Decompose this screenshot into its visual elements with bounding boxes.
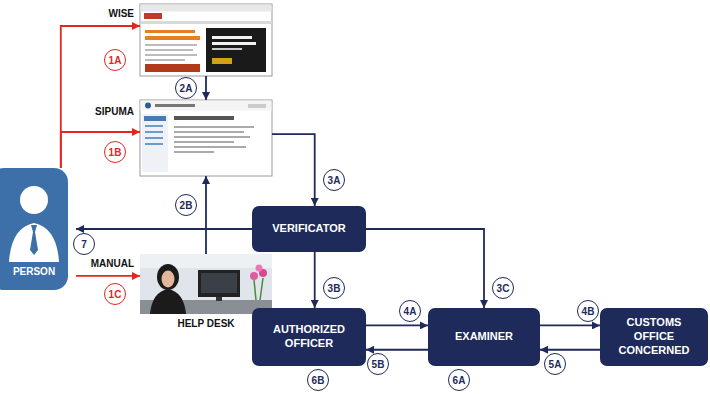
wise-screenshot-part [141, 5, 272, 12]
person-icon-part [30, 225, 38, 255]
help-desk-photo-part [140, 254, 272, 314]
wise-screenshot-part [145, 44, 197, 46]
callout-number: 6B [307, 369, 329, 391]
callout-number: 3C [492, 277, 514, 299]
connector-arrow [366, 324, 428, 326]
help-desk-photo-part [250, 272, 258, 280]
callout-number: 7 [73, 233, 95, 255]
wise-screenshot-part [145, 36, 200, 40]
connector-arrow [540, 324, 600, 326]
help-desk-photo-part [201, 273, 237, 293]
wise-screenshot-part [206, 28, 266, 72]
sipuma-screenshot-part [174, 146, 246, 148]
help-desk-photo-part [254, 280, 256, 300]
wise-screenshot-part [144, 13, 162, 19]
callout-number: 6A [448, 369, 470, 391]
sipuma-screenshot-part [145, 131, 163, 133]
photo-node: MANUALHELP DESK [140, 254, 272, 314]
person-icon [0, 168, 68, 290]
sipuma-screenshot-part [145, 103, 151, 109]
sipuma-screenshot-part [155, 104, 195, 107]
wise-screenshot-part [212, 42, 256, 45]
wise-screenshot [140, 4, 272, 76]
help-desk-photo [140, 254, 272, 314]
person-icon-part [9, 223, 59, 262]
sipuma-screenshot-part [142, 114, 168, 172]
process-box: VERIFICATOR [252, 206, 366, 252]
process-box: AUTHORIZED OFFICER [252, 308, 366, 366]
sipuma-screenshot-part [145, 143, 163, 145]
node-label: PERSON [0, 266, 68, 278]
sipuma-screenshot-part [248, 104, 266, 108]
sipuma-screenshot-part [144, 116, 166, 121]
help-desk-photo-part [216, 297, 222, 301]
person-icon-part [20, 186, 48, 214]
person-icon: PERSON [0, 168, 76, 290]
callout-number: 1B [104, 141, 126, 163]
connector-arrow [61, 132, 140, 168]
connector-arrow [205, 76, 207, 100]
connector-arrow [366, 229, 484, 308]
connector-arrow [76, 228, 252, 230]
callout-number: 1C [104, 283, 126, 305]
node-label: AUTHORIZED OFFICER [258, 323, 360, 351]
help-desk-photo-part [198, 270, 240, 297]
screenshot-node: SIPUMA [140, 100, 272, 176]
sipuma-screenshot-part [145, 125, 163, 127]
person-icon-part [0, 168, 68, 290]
sipuma-screenshot-part [140, 100, 272, 176]
help-desk-photo-part [260, 278, 263, 300]
connector-arrow [366, 349, 428, 351]
connector-arrow [540, 349, 600, 351]
wise-screenshot-part [145, 59, 185, 61]
sipuma-screenshot-part [174, 136, 250, 138]
sipuma-screenshot-part [174, 131, 244, 133]
help-desk-photo-part [256, 265, 263, 272]
wise-screenshot-part [140, 4, 272, 76]
sipuma-screenshot-part [141, 101, 272, 111]
node-label: WISE [108, 8, 134, 20]
wise-screenshot-part [145, 54, 197, 56]
process-box: CUSTOMS OFFICE CONCERNED [600, 308, 708, 366]
sipuma-screenshot-part [174, 151, 214, 153]
node-label: EXAMINER [455, 330, 513, 344]
sipuma-screenshot-part [174, 141, 234, 143]
wise-screenshot-part [212, 48, 242, 50]
node-label: VERIFICATOR [272, 222, 346, 236]
connector-arrow [76, 275, 140, 277]
callout-number: 3A [323, 169, 345, 191]
wise-screenshot-part [212, 36, 252, 39]
node-label: MANUAL [91, 258, 134, 270]
connector-arrow [314, 252, 316, 308]
wise-screenshot-part [145, 49, 193, 51]
sipuma-screenshot-part [174, 116, 234, 120]
sipuma-screenshot-part [145, 137, 163, 139]
help-desk-photo-part [150, 289, 186, 314]
callout-number: 2B [175, 194, 197, 216]
node-label: CUSTOMS OFFICE CONCERNED [606, 316, 702, 357]
screenshot-node: WISE [140, 4, 272, 76]
wise-screenshot-part [141, 21, 272, 24]
callout-number: 4B [577, 300, 599, 322]
connector-arrow [205, 176, 207, 254]
sipuma-screenshot [140, 100, 272, 176]
wise-screenshot-part [145, 64, 200, 72]
callout-number: 3B [323, 277, 345, 299]
callout-number: 5B [367, 353, 389, 375]
callout-number: 4A [399, 300, 421, 322]
connector-arrow [61, 26, 140, 168]
help-desk-photo-part [140, 254, 272, 268]
wise-screenshot-part [145, 30, 195, 33]
callout-number: 5A [544, 353, 566, 375]
sipuma-screenshot-part [174, 126, 254, 128]
connectors [61, 26, 600, 350]
node-label: SIPUMA [95, 106, 134, 118]
help-desk-photo-part [162, 271, 175, 288]
connector-arrow [272, 134, 315, 206]
process-box: EXAMINER [428, 308, 540, 366]
callout-number: 2A [175, 77, 197, 99]
wise-screenshot-part [212, 58, 232, 64]
help-desk-photo-part [157, 264, 179, 290]
callout-number: 1A [104, 49, 126, 71]
